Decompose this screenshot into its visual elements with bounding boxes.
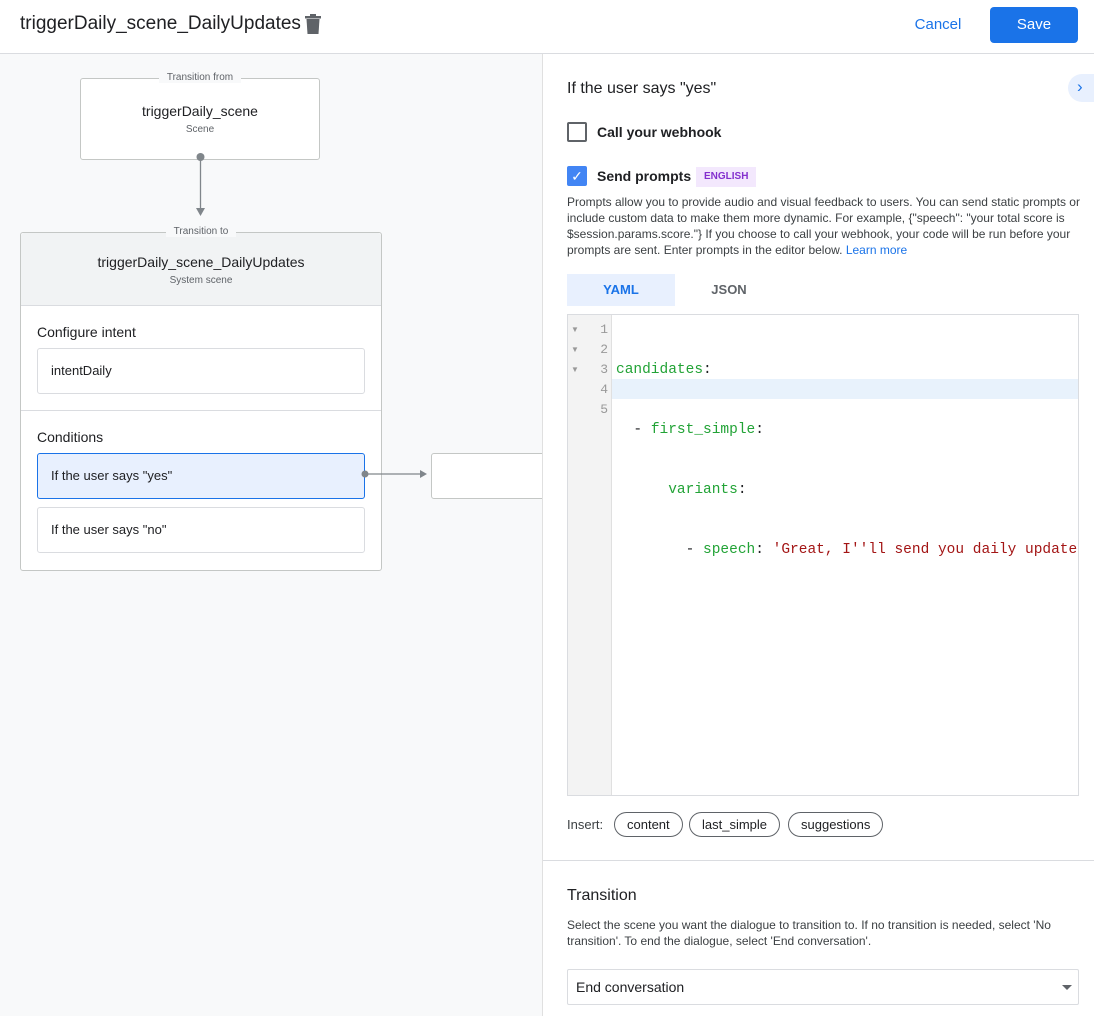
cancel-button[interactable]: Cancel [902,8,974,42]
yaml-colon: : [703,362,712,378]
transition-from-legend: Transition from [158,72,242,83]
connector-arrow [196,153,205,216]
collapse-panel-chevron-icon[interactable]: › [1068,74,1094,102]
insert-label: Insert: [567,817,604,832]
condition-connector [361,470,427,478]
fold-arrow-icon[interactable]: ▼ [571,345,579,354]
intent-item[interactable]: intentDaily [37,348,365,394]
send-prompts-checkbox[interactable]: ✓ [567,166,587,186]
yaml-key: candidates [616,362,704,378]
yaml-dash: - [633,422,651,438]
page-title: triggerDaily_scene_DailyUpdates [20,13,301,34]
fold-arrow-icon[interactable]: ▼ [571,325,579,334]
yaml-string: 'Great, I''ll send you daily updates. [772,542,1078,558]
yaml-key: speech [703,542,756,558]
tab-json[interactable]: JSON [711,282,747,297]
send-prompts-label: Send prompts [597,168,692,184]
from-scene-name: triggerDaily_scene [142,103,258,119]
trash-icon[interactable] [304,14,322,34]
transition-to-legend: Transition to [165,226,237,237]
transition-from-node[interactable]: Transition from triggerDaily_scene Scene [80,72,320,160]
yaml-key: variants [668,482,738,498]
panel-heading: If the user says "yes" [567,80,717,97]
fold-arrow-icon[interactable]: ▼ [571,365,579,374]
line-number: 5 [600,402,608,417]
yaml-dash: - [685,542,704,558]
prompts-description: Prompts allow you to provide audio and v… [567,195,1080,257]
to-scene-name: triggerDaily_scene_DailyUpdates [97,254,305,270]
language-badge: ENGLISH [696,167,757,187]
condition-yes[interactable]: If the user says "yes" [37,453,365,499]
conditions-label: Conditions [37,429,104,445]
dropdown-arrow-icon [1062,985,1072,990]
webhook-label: Call your webhook [597,124,722,140]
yaml-colon: : [737,482,747,498]
yaml-colon: : [755,542,764,558]
insert-chip-content[interactable]: content [614,812,683,837]
webhook-checkbox[interactable] [567,122,587,142]
tab-yaml[interactable]: YAML [567,274,675,306]
transition-title: Transition [567,887,637,904]
condition-no[interactable]: If the user says "no" [37,507,365,553]
code-editor[interactable]: 1 2 3 4 5 ▼ ▼ ▼ candidates: - first_simple… [567,314,1079,796]
yaml-key: first_simple [650,422,756,438]
scene-canvas: Transition from triggerDaily_scene Scene… [0,54,542,1016]
transition-select[interactable]: End conversation [567,969,1079,1005]
transition-description: Select the scene you want the dialogue t… [567,918,1051,948]
to-scene-type: System scene [169,275,233,286]
line-number: 4 [600,382,608,397]
details-panel: › If the user says "yes" Call your webho… [542,54,1094,1016]
learn-more-link[interactable]: Learn more [845,243,908,257]
configure-intent-label: Configure intent [37,324,136,340]
yaml-colon: : [755,422,764,438]
from-scene-type: Scene [185,124,215,135]
target-scene-node[interactable] [431,453,542,499]
insert-chip-suggestions[interactable]: suggestions [788,812,884,837]
header: triggerDaily_scene_DailyUpdates Cancel S… [0,0,1094,54]
line-number: 1 [600,322,608,337]
transition-select-value: End conversation [576,979,685,995]
insert-chip-last-simple[interactable]: last_simple [689,812,781,837]
save-button[interactable]: Save [990,7,1078,43]
line-number: 3 [600,362,608,377]
transition-to-node: Transition to triggerDaily_scene_DailyUp… [20,226,382,571]
line-number: 2 [600,342,608,357]
